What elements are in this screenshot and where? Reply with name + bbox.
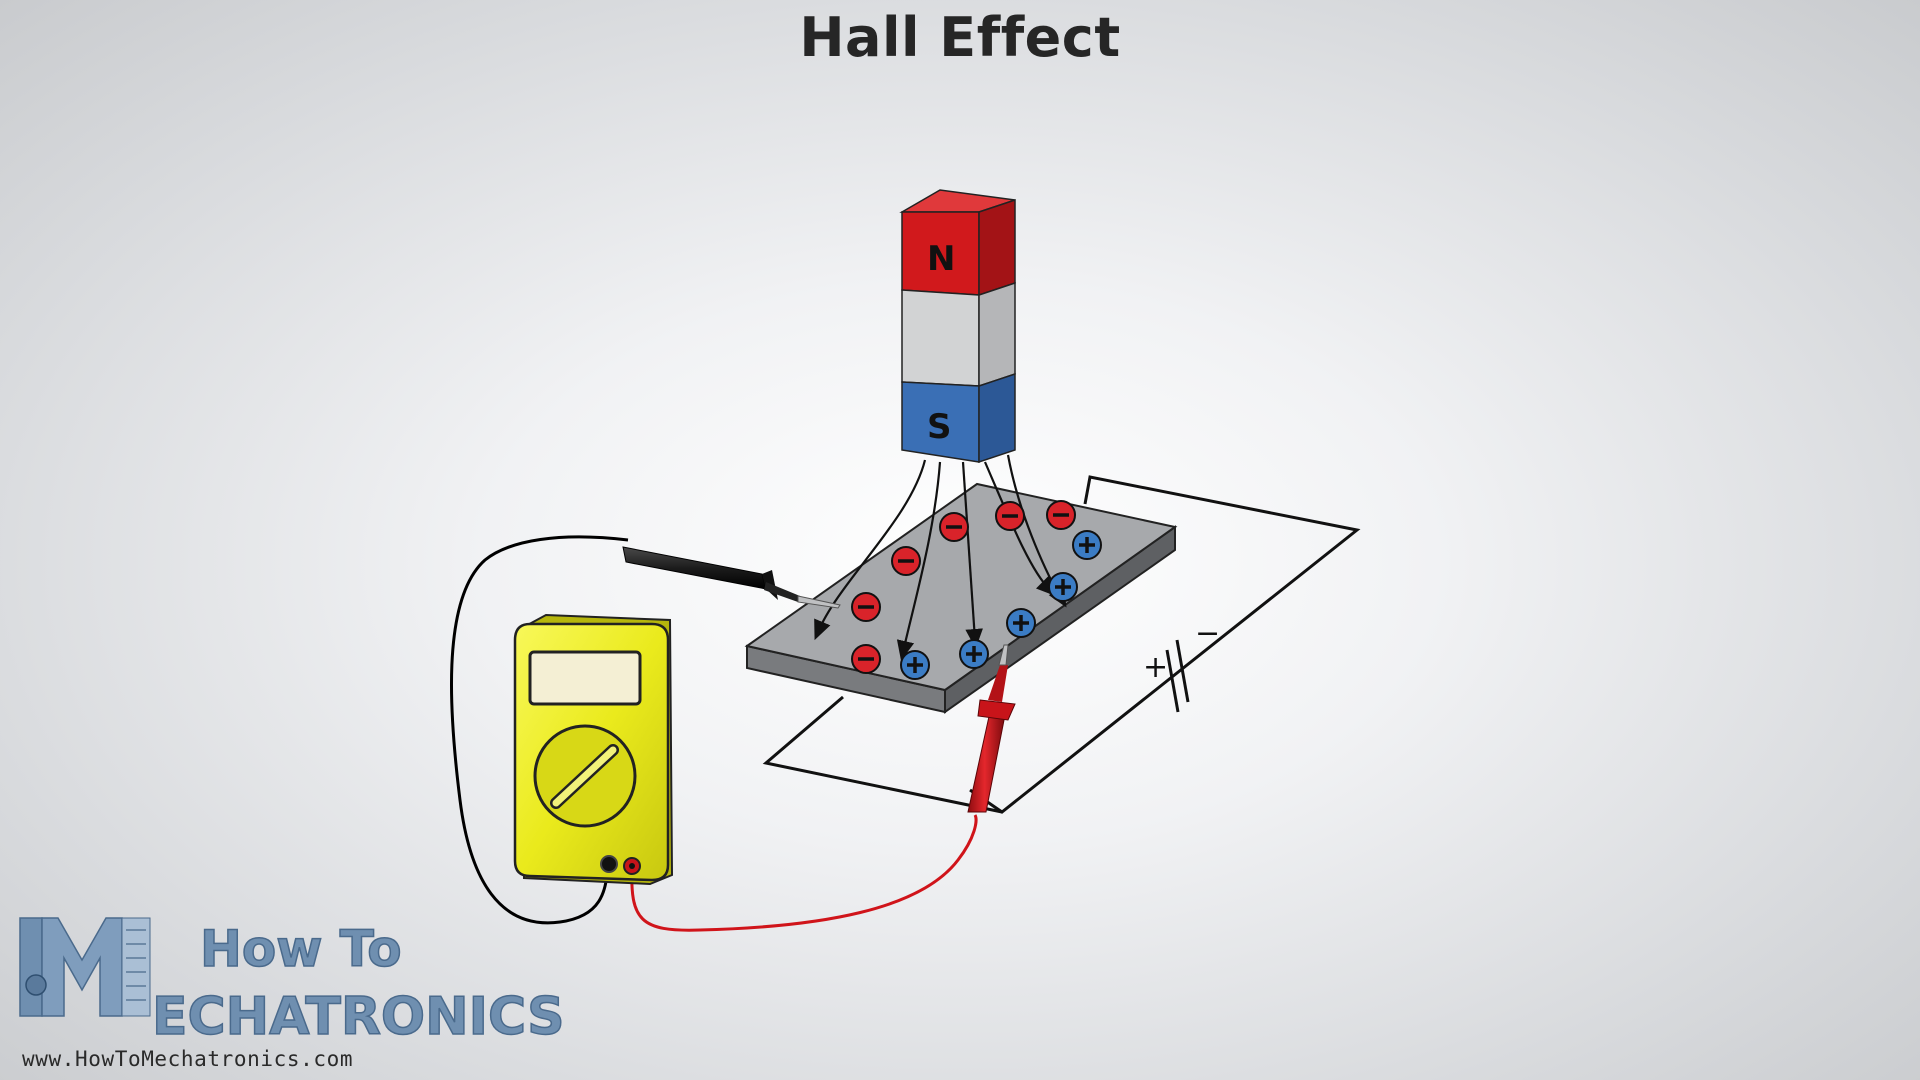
negative-charge: [851, 592, 881, 622]
field-line: [983, 461, 1057, 597]
battery-symbol: + −: [1143, 616, 1220, 713]
red-lead-wire: [630, 814, 978, 932]
negative-charges: [851, 500, 1076, 674]
black-lead-wire: [449, 535, 629, 925]
positive-charge: [1072, 530, 1102, 560]
multimeter: [513, 613, 674, 886]
north-pole-label: N: [927, 239, 955, 279]
positive-charge: [1048, 572, 1078, 602]
com-jack[interactable]: [600, 855, 618, 873]
negative-charge: [939, 512, 969, 542]
red-test-probe: [630, 644, 1016, 932]
circuit-wire: [762, 475, 1361, 814]
logo-mechatronics: ECHATRONICS: [152, 987, 565, 1047]
multimeter-display: [528, 650, 642, 706]
negative-charge: [851, 644, 881, 674]
magnet-south-section: [901, 372, 1016, 464]
negative-charge: [891, 546, 921, 576]
south-pole-label: S: [927, 407, 952, 447]
diagram-title: Hall Effect: [799, 6, 1121, 69]
field-line: [814, 459, 927, 641]
magnet-middle-section: [901, 281, 1016, 388]
positive-charges: [900, 530, 1102, 680]
positive-charge: [959, 639, 989, 669]
negative-charge: [995, 501, 1025, 531]
logo-url: www.HowToMechatronics.com: [22, 1047, 353, 1071]
positive-charge: [1006, 608, 1036, 638]
volt-jack[interactable]: [623, 857, 641, 875]
battery-plus-label: +: [1143, 650, 1168, 685]
magnetic-field-lines: [814, 454, 1067, 661]
bar-magnet: N S: [899, 189, 1016, 464]
logo-m-graphic: [19, 917, 151, 1017]
logo-how-to: How To: [200, 920, 402, 978]
positive-charge: [900, 650, 930, 680]
multimeter-dial[interactable]: [533, 724, 637, 828]
field-line: [961, 461, 983, 649]
howtomechatronics-logo: How To ECHATRONICS www.HowToMechatronics…: [19, 917, 565, 1071]
magnet-north-section: [899, 189, 1016, 297]
battery-minus-label: −: [1195, 616, 1220, 651]
black-test-probe: [449, 535, 841, 925]
negative-charge: [1046, 500, 1076, 530]
field-line: [896, 461, 942, 661]
